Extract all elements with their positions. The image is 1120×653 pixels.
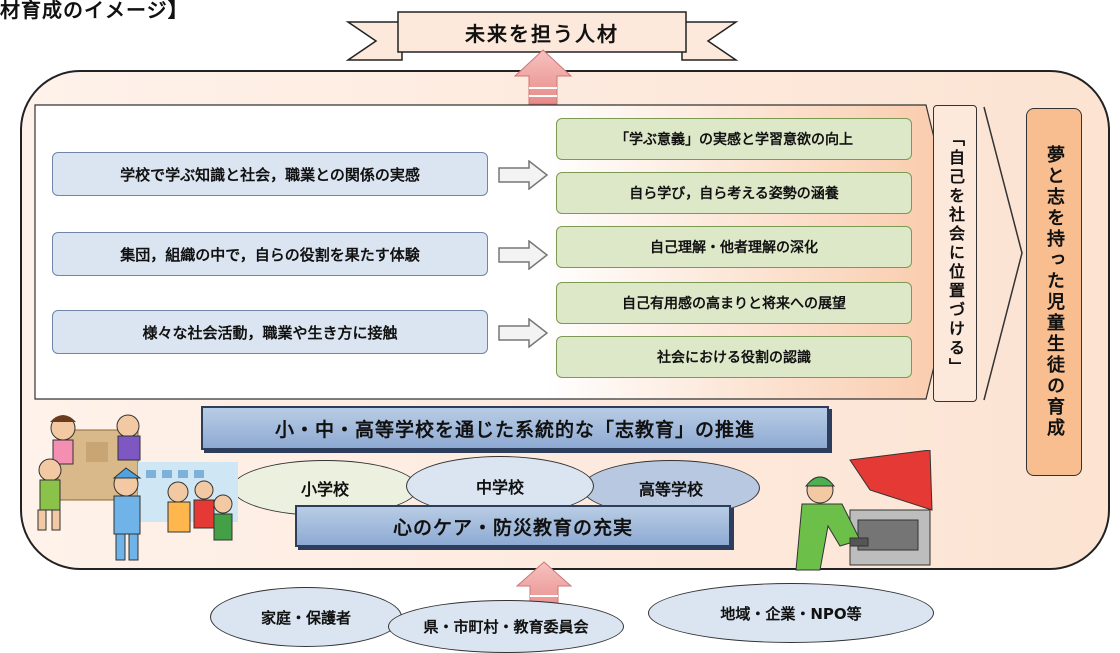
right-arrow-icon xyxy=(498,160,549,190)
supporter-family: 家庭・保護者 xyxy=(210,587,402,647)
kokorozashi-bar: 小・中・高等学校を通じた系統的な「志教育」の推進 xyxy=(201,406,829,450)
children-illustration xyxy=(37,414,238,561)
self-position-box: 「自己を社会に位置づける」 xyxy=(933,105,977,402)
mechanic-illustration xyxy=(795,450,933,571)
self-position-text: 「自己を社会に位置づける」 xyxy=(946,130,965,377)
outcome-box: 自己理解・他者理解の深化 xyxy=(556,226,912,268)
goal-text: 夢と志を持った児童生徒の育成 xyxy=(1044,145,1065,439)
experience-box: 学校で学ぶ知識と社会，職業との関係の実感 xyxy=(52,152,488,196)
right-arrow-icon xyxy=(498,240,549,270)
up-arrow-icon xyxy=(513,49,573,105)
experience-box: 様々な社会活動，職業や生き方に接触 xyxy=(52,310,488,354)
ribbon-banner-icon xyxy=(345,11,739,61)
outcome-box: 自ら学び，自ら考える姿勢の涵養 xyxy=(556,172,912,214)
outcome-box: 自己有用感の高まりと将来への展望 xyxy=(556,282,912,324)
outcome-box: 「学ぶ意義」の実感と学習意欲の向上 xyxy=(556,118,912,160)
page-title: 材育成のイメージ】 xyxy=(0,0,189,22)
chevron-icon xyxy=(983,106,1023,401)
outcome-box: 社会における役割の認識 xyxy=(556,336,912,378)
experience-box: 集団，組織の中で，自らの役割を果たす体験 xyxy=(52,232,488,276)
goal-box: 夢と志を持った児童生徒の育成 xyxy=(1026,108,1082,476)
supporter-community: 地域・企業・NPO等 xyxy=(648,583,934,643)
supporter-prefecture: 県・市町村・教育委員会 xyxy=(388,600,624,653)
right-arrow-icon xyxy=(498,318,549,348)
banner-title: 未来を担う人材 xyxy=(465,21,619,46)
care-bar: 心のケア・防災教育の充実 xyxy=(295,505,731,547)
